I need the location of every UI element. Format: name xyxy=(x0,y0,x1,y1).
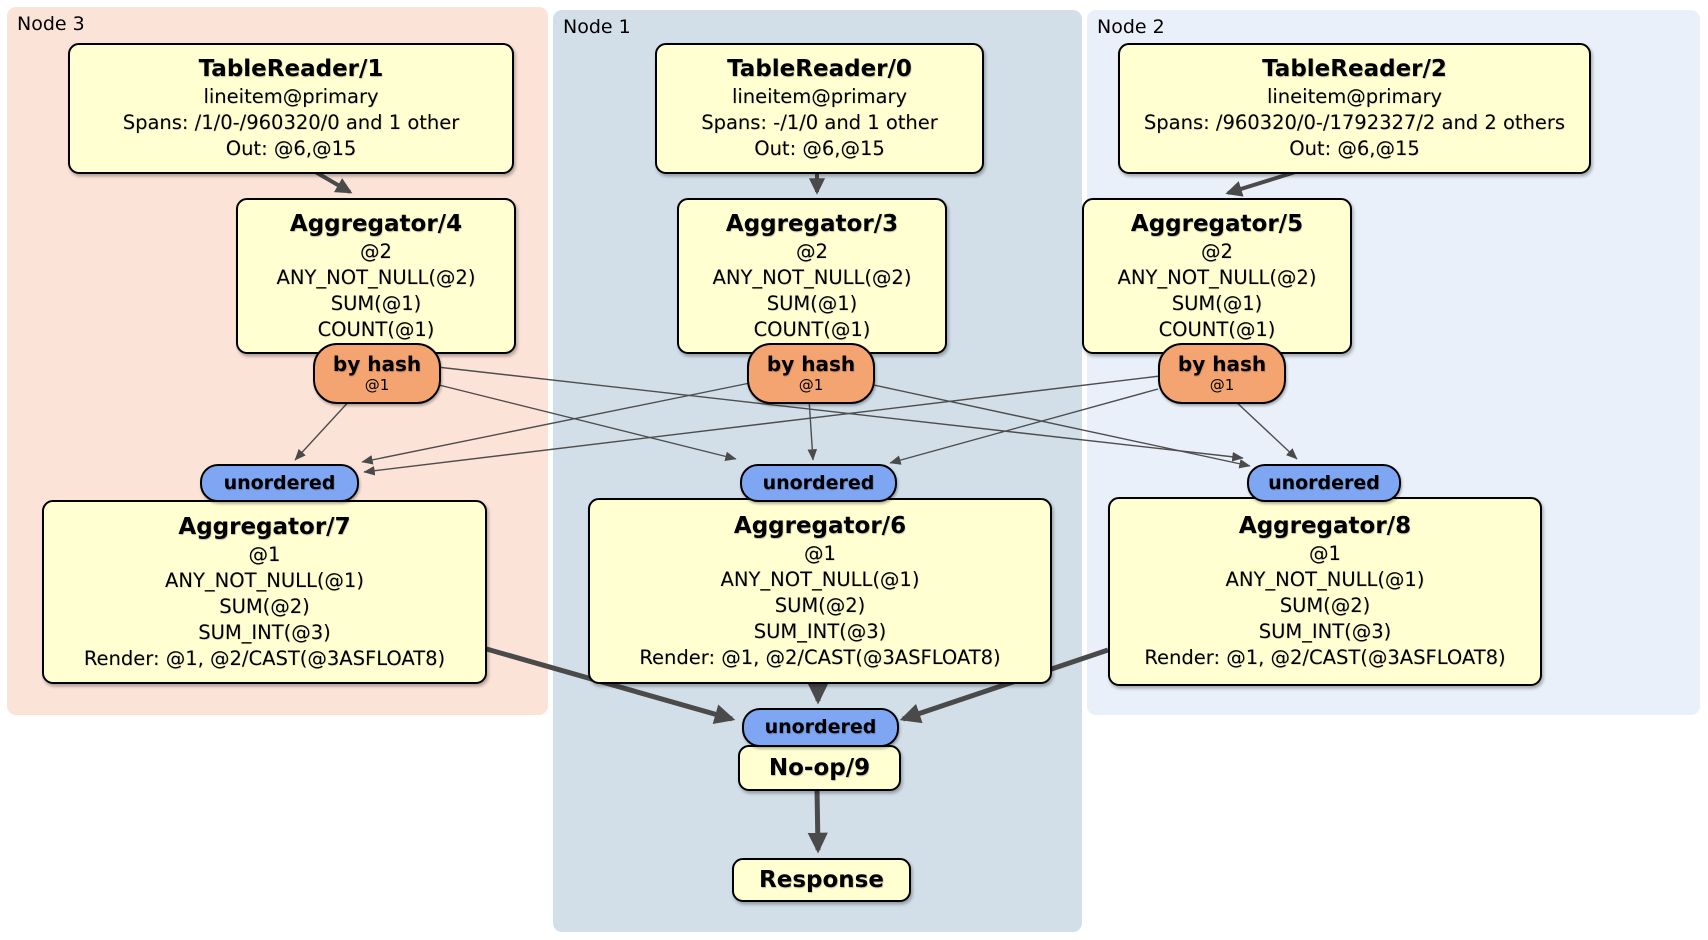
node-title: Response xyxy=(759,866,884,893)
node-detail-line: Render: @1, @2/CAST(@3ASFLOAT8) xyxy=(83,646,446,670)
node-detail-line: @2 xyxy=(360,239,392,263)
node-aggregator-4: Aggregator/4 @2 ANY_NOT_NULL(@2) SUM(@1)… xyxy=(236,198,516,354)
router-by-hash-node3: by hash @1 xyxy=(313,343,441,404)
node-detail-line: SUM(@1) xyxy=(1171,291,1263,315)
node-aggregator-3: Aggregator/3 @2 ANY_NOT_NULL(@2) SUM(@1)… xyxy=(677,198,947,354)
node-title: No-op/9 xyxy=(768,754,871,781)
router-hash-column: @1 xyxy=(364,376,390,394)
node-detail-line: SUM_INT(@3) xyxy=(753,619,887,643)
node-title: TableReader/2 xyxy=(1262,56,1447,82)
node-detail-line: Out: @6,@15 xyxy=(754,137,885,160)
node-aggregator-5: Aggregator/5 @2 ANY_NOT_NULL(@2) SUM(@1)… xyxy=(1082,198,1352,354)
router-label: by hash xyxy=(766,352,856,376)
node-detail-line: SUM(@2) xyxy=(774,593,866,617)
node-detail-line: COUNT(@1) xyxy=(317,317,435,341)
node-title: TableReader/0 xyxy=(727,56,912,82)
node-detail-line: lineitem@primary xyxy=(731,85,908,108)
node-detail-line: Spans: /1/0-/960320/0 and 1 other xyxy=(122,111,460,134)
region-label-node-1: Node 1 xyxy=(563,16,631,38)
node-detail-line: ANY_NOT_NULL(@1) xyxy=(720,567,920,591)
node-noop-9: No-op/9 xyxy=(738,745,901,791)
stream-label: unordered xyxy=(223,471,336,494)
node-detail-line: Render: @1, @2/CAST(@3ASFLOAT8) xyxy=(1144,646,1506,669)
node-detail-line: @2 xyxy=(1201,239,1233,263)
node-tablereader-2: TableReader/2 lineitem@primary Spans: /9… xyxy=(1118,43,1591,174)
node-detail-line: Spans: /960320/0-/1792327/2 and 2 others xyxy=(1143,111,1566,134)
router-label: by hash xyxy=(332,352,422,376)
region-label-node-3: Node 3 xyxy=(17,13,85,35)
node-detail-line: @1 xyxy=(804,541,836,565)
stream-unordered-final: unordered xyxy=(742,708,899,747)
router-hash-column: @1 xyxy=(1209,376,1235,394)
region-label-node-2: Node 2 xyxy=(1097,16,1165,38)
node-detail-line: SUM(@2) xyxy=(219,594,310,618)
stream-unordered-node2: unordered xyxy=(1247,464,1401,502)
node-aggregator-7: Aggregator/7 @1 ANY_NOT_NULL(@1) SUM(@2)… xyxy=(42,500,487,684)
stream-unordered-node1: unordered xyxy=(740,464,897,502)
node-title: Aggregator/6 xyxy=(733,512,907,539)
node-detail-line: ANY_NOT_NULL(@1) xyxy=(1225,568,1425,591)
node-detail-line: Out: @6,@15 xyxy=(225,137,357,160)
stream-unordered-node3: unordered xyxy=(200,464,359,502)
node-detail-line: SUM(@2) xyxy=(1279,594,1371,617)
stream-label: unordered xyxy=(762,471,875,494)
node-detail-line: ANY_NOT_NULL(@2) xyxy=(712,265,912,289)
node-aggregator-6: Aggregator/6 @1 ANY_NOT_NULL(@1) SUM(@2)… xyxy=(588,498,1052,684)
router-hash-column: @1 xyxy=(798,376,824,394)
router-label: by hash xyxy=(1177,352,1267,376)
node-detail-line: SUM(@1) xyxy=(766,291,858,315)
node-detail-line: @1 xyxy=(248,542,281,566)
router-by-hash-node1: by hash @1 xyxy=(747,343,875,404)
node-tablereader-0: TableReader/0 lineitem@primary Spans: -/… xyxy=(655,43,984,174)
node-title: Aggregator/8 xyxy=(1238,513,1412,539)
node-title: Aggregator/3 xyxy=(725,210,899,237)
node-detail-line: lineitem@primary xyxy=(203,85,379,108)
router-by-hash-node2: by hash @1 xyxy=(1158,343,1286,404)
node-detail-line: ANY_NOT_NULL(@2) xyxy=(1117,265,1317,289)
stream-label: unordered xyxy=(764,716,877,738)
node-title: Aggregator/5 xyxy=(1130,210,1304,237)
node-tablereader-1: TableReader/1 lineitem@primary Spans: /1… xyxy=(68,43,514,174)
node-response: Response xyxy=(732,858,911,902)
node-detail-line: ANY_NOT_NULL(@1) xyxy=(165,568,364,592)
node-detail-line: COUNT(@1) xyxy=(753,317,871,341)
node-aggregator-8: Aggregator/8 @1 ANY_NOT_NULL(@1) SUM(@2)… xyxy=(1108,497,1542,686)
node-detail-line: ANY_NOT_NULL(@2) xyxy=(276,265,476,289)
node-detail-line: SUM_INT(@3) xyxy=(198,620,331,644)
node-detail-line: COUNT(@1) xyxy=(1158,317,1276,341)
node-detail-line: @1 xyxy=(1309,542,1341,565)
node-detail-line: Render: @1, @2/CAST(@3ASFLOAT8) xyxy=(639,645,1001,669)
node-detail-line: Spans: -/1/0 and 1 other xyxy=(701,111,938,134)
node-title: TableReader/1 xyxy=(198,56,384,82)
node-detail-line: SUM_INT(@3) xyxy=(1258,620,1392,643)
node-title: Aggregator/4 xyxy=(289,210,463,237)
node-detail-line: SUM(@1) xyxy=(330,291,422,315)
node-detail-line: @2 xyxy=(796,239,828,263)
node-detail-line: Out: @6,@15 xyxy=(1289,137,1420,160)
stream-label: unordered xyxy=(1268,471,1380,494)
node-detail-line: lineitem@primary xyxy=(1266,85,1443,108)
node-title: Aggregator/7 xyxy=(178,513,351,540)
